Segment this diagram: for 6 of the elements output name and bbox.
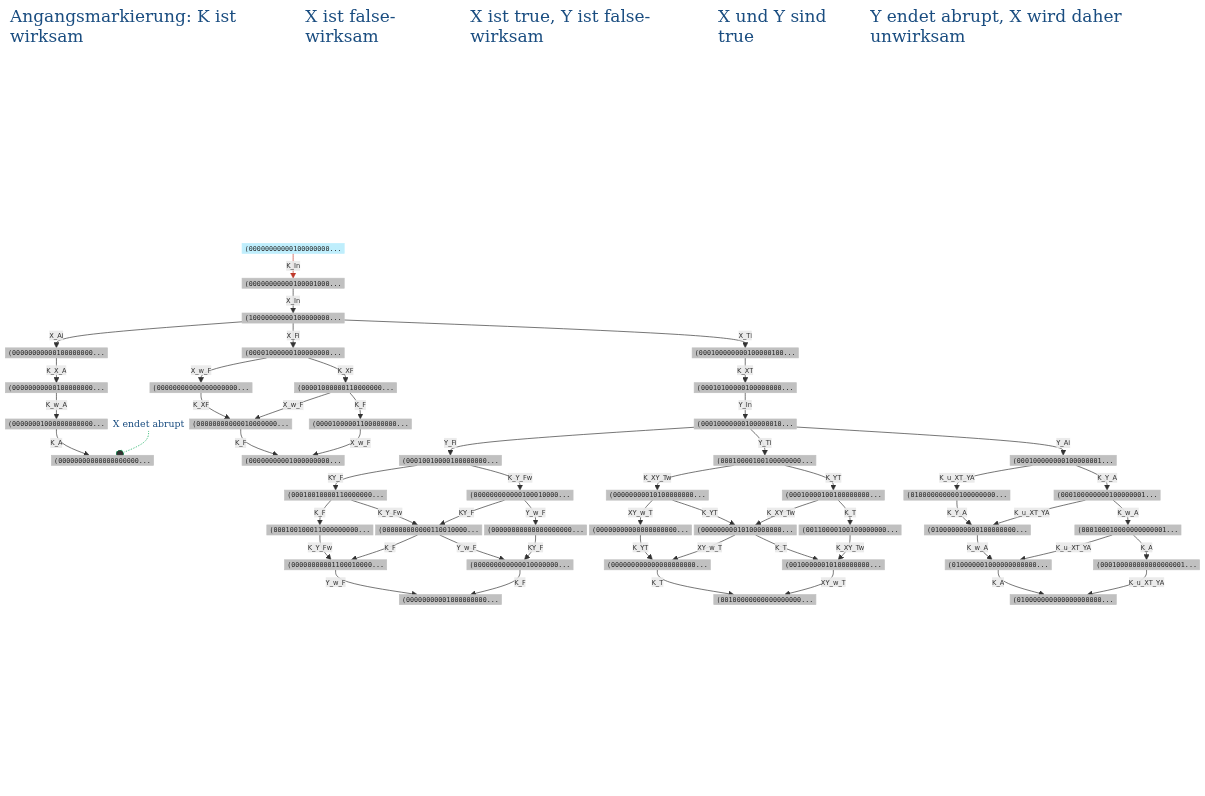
annotation-text: Y endet abrupt, X wird daher unwirksam	[870, 6, 1123, 46]
annotation-text: X ist true, Y ist false-wirksam	[470, 6, 652, 46]
annotation-text: Angangsmarkierung: K ist wirksam	[10, 6, 238, 46]
node-text: X endet abrupt	[112, 418, 185, 429]
annotation-text: X ist false-wirksam	[305, 6, 397, 46]
annotation-text: X und Y sind true	[718, 6, 828, 46]
